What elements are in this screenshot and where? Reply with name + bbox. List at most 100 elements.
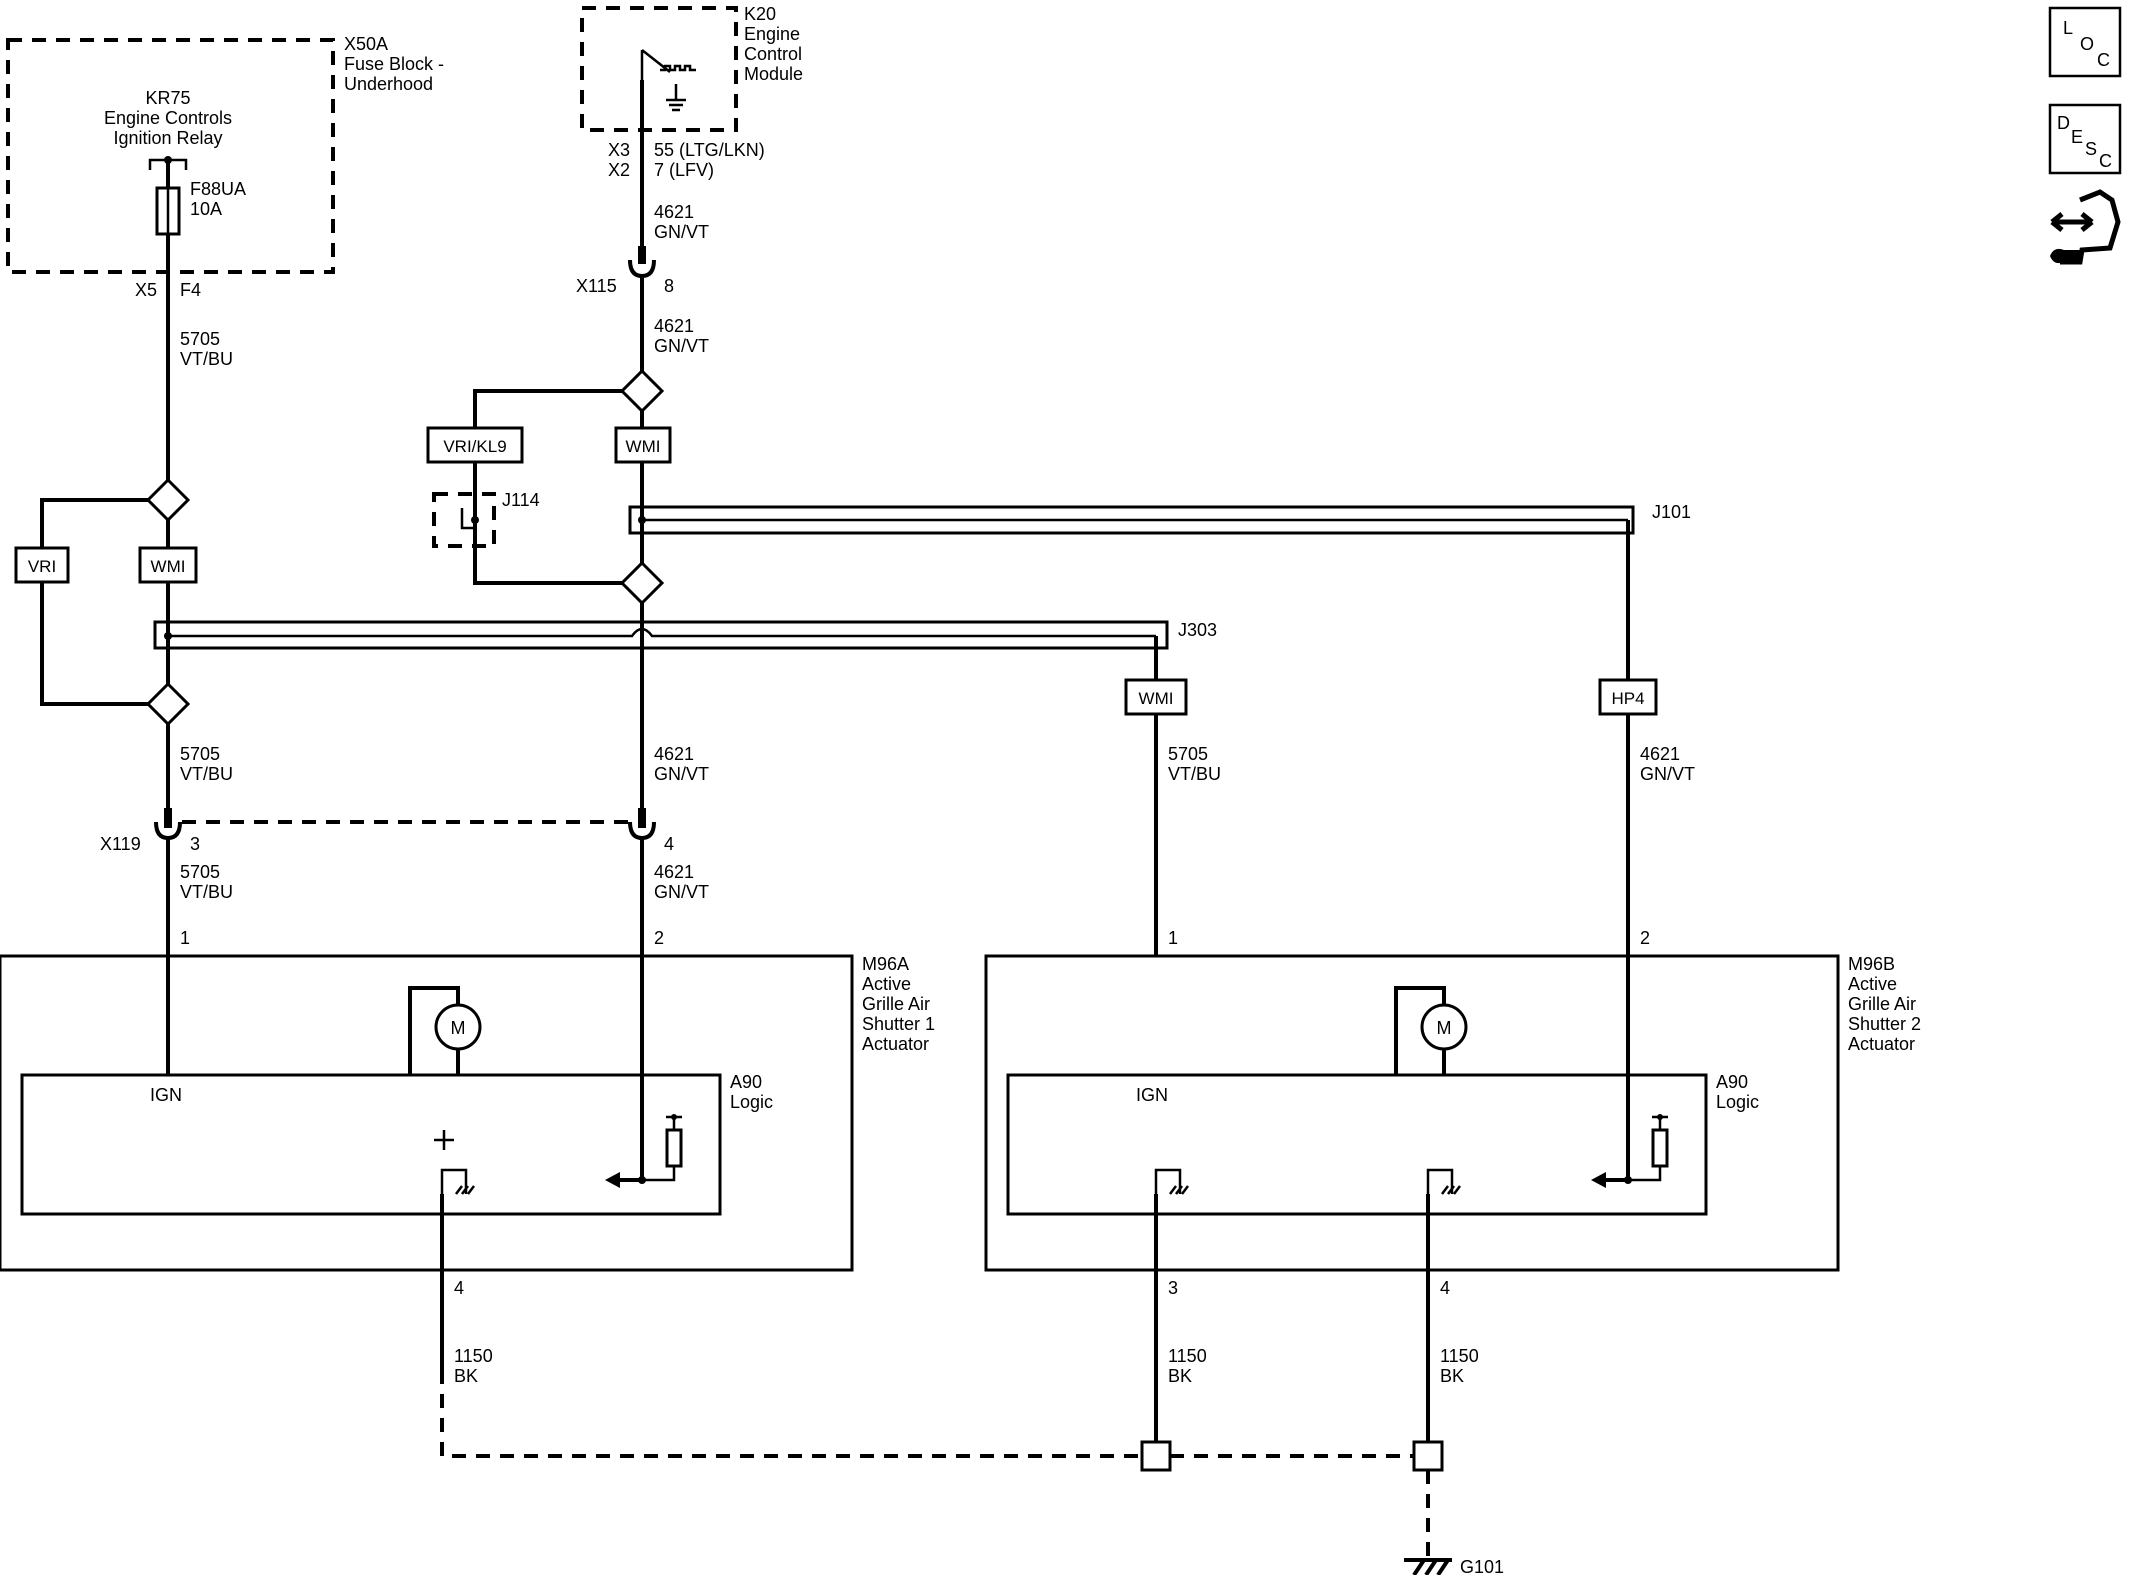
svg-text:3: 3 bbox=[190, 834, 200, 854]
wire-1150-color-label-3: BK bbox=[1440, 1366, 1464, 1386]
connector-x5-label: X5 bbox=[135, 280, 157, 300]
svg-text:4: 4 bbox=[664, 834, 674, 854]
svg-text:1: 1 bbox=[1168, 928, 1178, 948]
wire-5705-color-label-4: VT/BU bbox=[180, 882, 233, 902]
splice-diamond bbox=[619, 368, 665, 414]
wire-5705-circuit-label: 5705 bbox=[180, 329, 220, 349]
wire-4621-color-label-2: GN/VT bbox=[654, 336, 709, 356]
wire-branch-vri bbox=[40, 498, 148, 548]
wire-5705-circuit-label-2: 5705 bbox=[180, 744, 220, 764]
svg-text:E: E bbox=[2071, 127, 2083, 147]
wire-5705-color-label: VT/BU bbox=[180, 349, 233, 369]
splice-pack-j303: J303 bbox=[153, 620, 1217, 650]
relay-kr75: KR75 Engine Controls Ignition Relay bbox=[104, 88, 232, 188]
connector-x115-label: X115 bbox=[576, 276, 617, 296]
svg-text:Active: Active bbox=[1848, 974, 1897, 994]
svg-text:IGN: IGN bbox=[150, 1085, 182, 1105]
svg-text:X50A: X50A bbox=[344, 34, 388, 54]
svg-text:O: O bbox=[2080, 34, 2094, 54]
connector-x2-pin-label: 7 (LFV) bbox=[654, 160, 714, 180]
svg-text:Ignition Relay: Ignition Relay bbox=[113, 128, 222, 148]
wire-4621-circuit-label: 4621 bbox=[654, 202, 694, 222]
option-wmi-label-2: WMI bbox=[626, 437, 661, 456]
svg-text:J101: J101 bbox=[1652, 502, 1691, 522]
fuse-f88ua: F88UA 10A bbox=[155, 179, 246, 236]
actuator-m96a: 1 2 M96A Active Grille Air Shutter 1 Act… bbox=[0, 928, 935, 1298]
svg-text:Actuator: Actuator bbox=[1848, 1034, 1915, 1054]
svg-text:M: M bbox=[451, 1018, 466, 1038]
connector-f4-label: F4 bbox=[180, 280, 201, 300]
loc-icon[interactable]: L O C bbox=[2048, 6, 2122, 78]
wire-j114-return bbox=[473, 546, 622, 585]
ground-g101: G101 bbox=[1404, 1557, 1504, 1575]
wire-1150-circuit-label-3: 1150 bbox=[1440, 1346, 1479, 1366]
splice-pack-j114: J114 bbox=[432, 490, 540, 548]
svg-text:M: M bbox=[1437, 1018, 1452, 1038]
ecm-k20: K20 Engine Control Module bbox=[580, 4, 803, 132]
option-wmi-label-3: WMI bbox=[1139, 689, 1174, 708]
svg-text:A90: A90 bbox=[730, 1072, 762, 1092]
svg-text:3: 3 bbox=[1168, 1278, 1178, 1298]
svg-text:L: L bbox=[2063, 18, 2073, 38]
actuator-m96b: 1 2 M96B Active Grille Air Shutter 2 Act… bbox=[984, 928, 1921, 1298]
svg-text:X119: X119 bbox=[100, 834, 141, 854]
svg-text:J303: J303 bbox=[1178, 620, 1217, 640]
wire-4621-circuit-label-5: 4621 bbox=[654, 862, 694, 882]
svg-text:KR75: KR75 bbox=[145, 88, 190, 108]
connector-end-view-icon[interactable] bbox=[2050, 189, 2121, 265]
option-vri-kl9-label: VRI/KL9 bbox=[443, 437, 506, 456]
connector-x115-pin-label: 8 bbox=[664, 276, 674, 296]
svg-text:Engine Controls: Engine Controls bbox=[104, 108, 232, 128]
svg-text:A90: A90 bbox=[1716, 1072, 1748, 1092]
svg-text:2: 2 bbox=[654, 928, 664, 948]
svg-text:Grille Air: Grille Air bbox=[862, 994, 930, 1014]
connector-x3-pin-label: 55 (LTG/LKN) bbox=[654, 140, 765, 160]
ground-splice-2 bbox=[1412, 1440, 1444, 1472]
svg-text:Fuse Block -: Fuse Block - bbox=[344, 54, 444, 74]
svg-text:F88UA: F88UA bbox=[190, 179, 246, 199]
svg-text:K20: K20 bbox=[744, 4, 776, 24]
connector-x2-label: X2 bbox=[608, 160, 630, 180]
svg-text:Actuator: Actuator bbox=[862, 1034, 929, 1054]
connector-x3-label: X3 bbox=[608, 140, 630, 160]
svg-text:Engine: Engine bbox=[744, 24, 800, 44]
svg-text:1: 1 bbox=[180, 928, 190, 948]
wire-4621-circuit-label-4: 4621 bbox=[1640, 744, 1680, 764]
svg-text:4: 4 bbox=[454, 1278, 464, 1298]
option-wmi-box-3 bbox=[1124, 678, 1188, 716]
svg-text:D: D bbox=[2057, 113, 2070, 133]
svg-text:G101: G101 bbox=[1460, 1557, 1504, 1575]
ground-bus-dashed bbox=[440, 1370, 1142, 1458]
wire-1150-circuit-label-2: 1150 bbox=[1168, 1346, 1207, 1366]
ground-splice-1 bbox=[1140, 1440, 1172, 1472]
wire-4621-color-label-5: GN/VT bbox=[654, 882, 709, 902]
svg-text:M96B: M96B bbox=[1848, 954, 1895, 974]
svg-text:Shutter 2: Shutter 2 bbox=[1848, 1014, 1921, 1034]
svg-text:Logic: Logic bbox=[1716, 1092, 1759, 1112]
svg-text:4: 4 bbox=[1440, 1278, 1450, 1298]
connector-x119: X119 3 4 bbox=[100, 808, 674, 854]
wire-branch-vri-kl9 bbox=[473, 389, 622, 428]
svg-text:2: 2 bbox=[1640, 928, 1650, 948]
svg-text:Module: Module bbox=[744, 64, 803, 84]
wire-4621-color-label-4: GN/VT bbox=[1640, 764, 1695, 784]
option-hp4-label: HP4 bbox=[1611, 689, 1644, 708]
wire-5705-color-label-2: VT/BU bbox=[180, 764, 233, 784]
splice-diamond bbox=[145, 477, 191, 523]
wire-5705-circuit-label-3: 5705 bbox=[1168, 744, 1208, 764]
wire-1150-circuit-label: 1150 bbox=[454, 1346, 493, 1366]
svg-text:M96A: M96A bbox=[862, 954, 909, 974]
svg-text:C: C bbox=[2099, 151, 2112, 171]
svg-text:J114: J114 bbox=[502, 490, 540, 510]
splice-diamond bbox=[145, 681, 191, 727]
wire-vri-return bbox=[40, 582, 148, 706]
svg-text:10A: 10A bbox=[190, 199, 222, 219]
fuse-block-x50a: X50A Fuse Block - Underhood bbox=[6, 34, 444, 274]
splice-diamond bbox=[619, 560, 665, 606]
desc-icon[interactable]: D E S C bbox=[2048, 103, 2122, 175]
svg-text:C: C bbox=[2097, 50, 2110, 70]
option-hp4-box bbox=[1598, 678, 1658, 716]
wire-5705-circuit-label-4: 5705 bbox=[180, 862, 220, 882]
wire-1150-color-label-2: BK bbox=[1168, 1366, 1192, 1386]
